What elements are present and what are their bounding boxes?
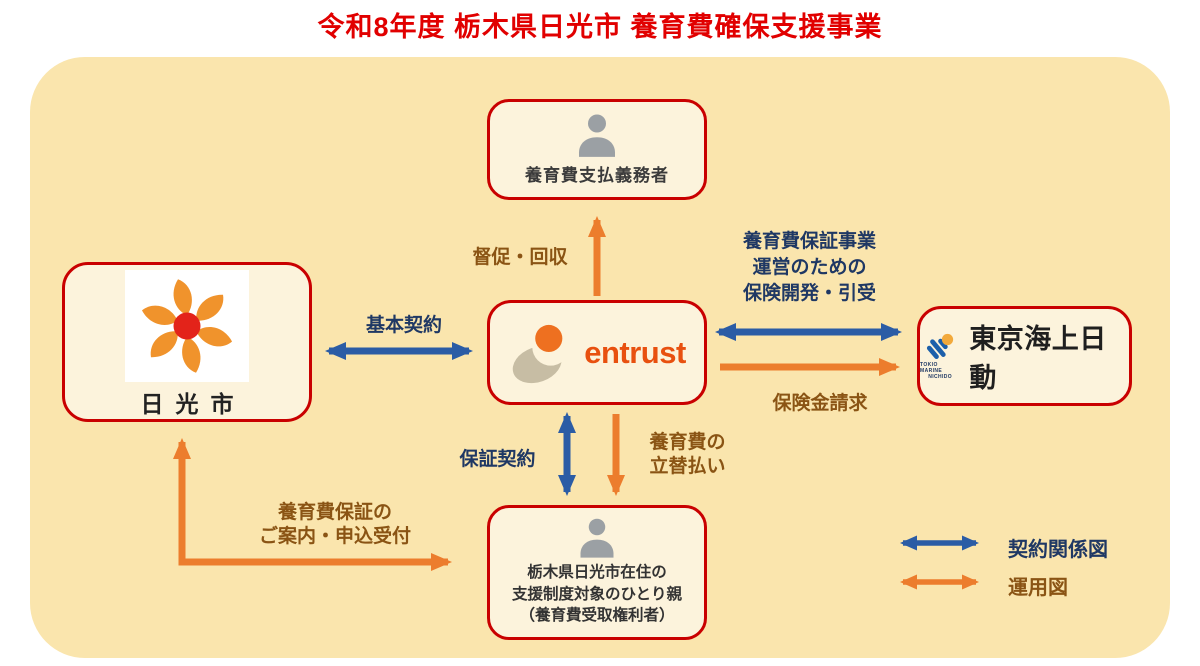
nikko-city-label: 日光市 <box>140 391 246 417</box>
tokio-logo-text-2: NICHIDO <box>928 374 953 380</box>
node-obligor: 養育費支払義務者 <box>487 99 707 200</box>
person-icon <box>580 519 614 558</box>
obligor-label: 養育費支払義務者 <box>525 165 669 185</box>
entrust-wordmark: entrust <box>584 334 686 370</box>
label-insurance-development: 養育費保証事業 運営のための 保険開発・引受 <box>742 231 876 304</box>
tokio-marine-logo-icon: TOKIO MARINE NICHIDO <box>920 332 960 380</box>
tokio-logo-text-1: TOKIO MARINE <box>920 362 943 374</box>
node-nikko-city: 日光市 <box>62 262 312 422</box>
entrust-logo-icon <box>512 324 570 383</box>
label-collection: 督促・回収 <box>472 247 568 268</box>
node-tokio-marine: TOKIO MARINE NICHIDO 東京海上日動 <box>917 306 1132 406</box>
label-basic-contract: 基本契約 <box>365 315 442 336</box>
tokio-marine-label: 東京海上日動 <box>969 324 1107 393</box>
node-entrust: entrust <box>487 300 707 405</box>
node-single-parent: 栃木県日光市在住の 支援制度対象のひとり親 （養育費受取権利者） <box>487 505 707 640</box>
legend-operation-label: 運用図 <box>1008 577 1068 599</box>
label-guarantee-contract: 保証契約 <box>459 449 536 470</box>
single-parent-label: 栃木県日光市在住の 支援制度対象のひとり親 （養育費受取権利者） <box>511 564 683 625</box>
nikko-flower-logo <box>125 270 249 382</box>
label-advance-payment: 養育費の 立替払い <box>649 432 726 477</box>
legend-contract-label: 契約関係図 <box>1008 539 1108 561</box>
label-insurance-claim: 保険金請求 <box>772 393 868 414</box>
person-icon <box>579 114 615 157</box>
label-guarantee-guidance: 養育費保証の ご案内・申込受付 <box>258 502 411 547</box>
page-title: 令和8年度 栃木県日光市 養育費確保支援事業 <box>317 12 883 42</box>
